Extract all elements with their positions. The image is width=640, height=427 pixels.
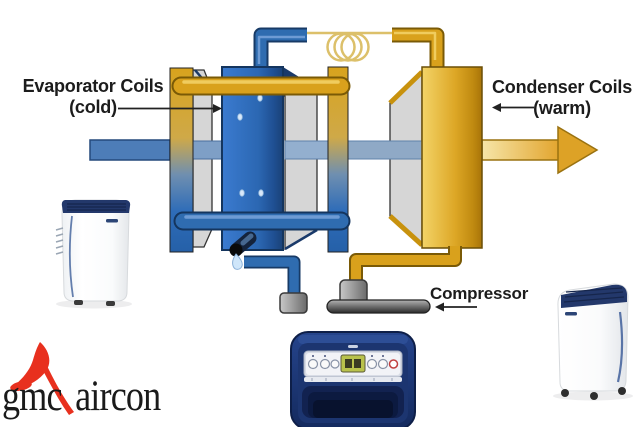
brand-mark-icon xyxy=(348,345,358,348)
logo-word-gmc: gmc xyxy=(2,373,63,420)
compressor-base xyxy=(326,299,431,314)
gmc-aircon-logo-swoosh-icon xyxy=(10,342,74,415)
display-screen xyxy=(340,354,366,373)
panel-buttons xyxy=(307,358,389,370)
condenser-inlet-pipe xyxy=(392,27,445,68)
water-drip-icon xyxy=(231,253,243,270)
logo-word-aircon: aircon xyxy=(75,373,161,420)
compressor-pipe xyxy=(349,246,462,284)
compressor-label: Compressor xyxy=(430,284,529,303)
portable-ac-unit-left-image xyxy=(55,199,132,309)
cool-air-inflow-bar xyxy=(89,139,423,161)
condenser-label-line1: Condenser Coils xyxy=(491,77,633,97)
condenser-panel xyxy=(421,66,483,249)
evaporator-label-line1: Evaporator Coils xyxy=(22,76,164,96)
side-vent-icon xyxy=(55,227,64,255)
portable-ac-control-panel-image xyxy=(290,331,416,427)
refrigerant-strip-left xyxy=(169,67,194,253)
evaporator-pointer-arrow xyxy=(118,104,222,113)
hot-refrigerant-pipe xyxy=(171,76,351,96)
capillary-line xyxy=(307,31,392,62)
warm-air-out-arrow xyxy=(481,125,599,175)
gmc-aircon-logo-text: gmc aircon xyxy=(2,372,161,421)
condenser-pointer-arrow xyxy=(492,103,534,112)
compressor-pointer-arrow xyxy=(435,302,477,312)
evaporator-outlet-pipe xyxy=(253,27,307,68)
portable-ac-unit-right-image xyxy=(553,283,633,401)
drain-nozzle xyxy=(229,231,257,257)
caster-wheels-icon xyxy=(561,387,626,400)
power-button-icon xyxy=(388,359,399,369)
brand-mark-icon xyxy=(106,219,118,223)
evaporator-label-line2: (cold) xyxy=(69,97,117,117)
drain-pipe xyxy=(244,255,301,296)
condenser-label: Condenser Coils (warm) xyxy=(487,77,637,119)
expansion-coil-icon xyxy=(326,32,370,62)
drain-receiver-cylinder xyxy=(279,292,308,314)
condensation-droplets xyxy=(237,94,264,197)
brand-mark-icon xyxy=(565,312,577,316)
control-panel-band xyxy=(303,350,403,382)
refrigerant-strip-right xyxy=(327,66,349,253)
condenser-label-line2: (warm) xyxy=(533,98,591,118)
handle-recess xyxy=(302,386,404,418)
cold-refrigerant-pipe xyxy=(173,211,351,231)
evaporator-label: Evaporator Coils (cold) xyxy=(18,76,168,118)
